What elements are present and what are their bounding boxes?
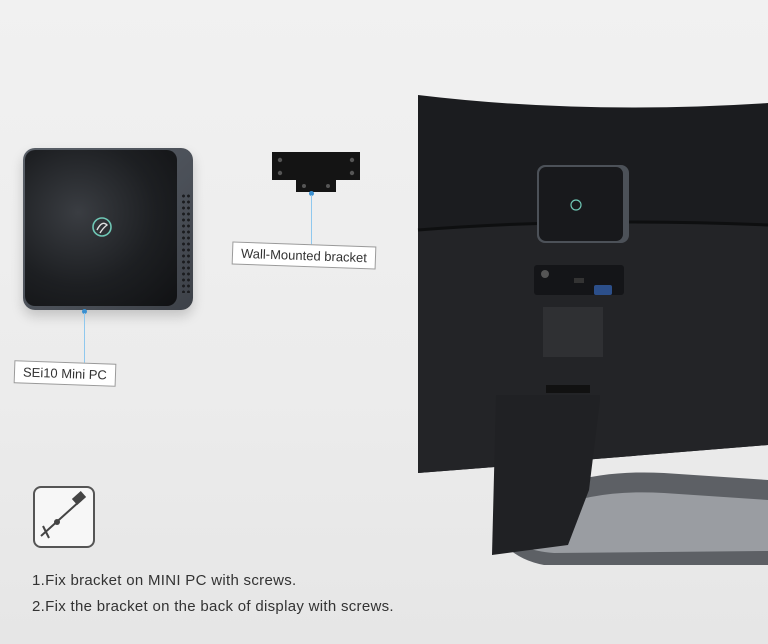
instruction-step-2: 2.Fix the bracket on the back of display…	[32, 598, 394, 615]
bracket-label: Wall-Mounted bracket	[231, 241, 377, 270]
bracket-callout-line	[311, 195, 312, 245]
instruction-step-1: 1.Fix bracket on MINI PC with screws.	[32, 572, 297, 589]
wall-bracket-image	[272, 152, 360, 192]
mini-pc-vent	[181, 193, 191, 293]
bracket-callout-dot	[309, 191, 314, 196]
mini-pc-callout-line	[84, 313, 85, 371]
screwdriver-icon	[33, 486, 95, 548]
brand-logo-icon	[92, 217, 112, 237]
monitor-back-image	[417, 95, 768, 565]
mini-pc-image	[23, 148, 193, 310]
mini-pc-label: SEi10 Mini PC	[13, 360, 117, 387]
mini-pc-top-face	[25, 150, 177, 306]
mini-pc-callout-dot	[82, 309, 87, 314]
